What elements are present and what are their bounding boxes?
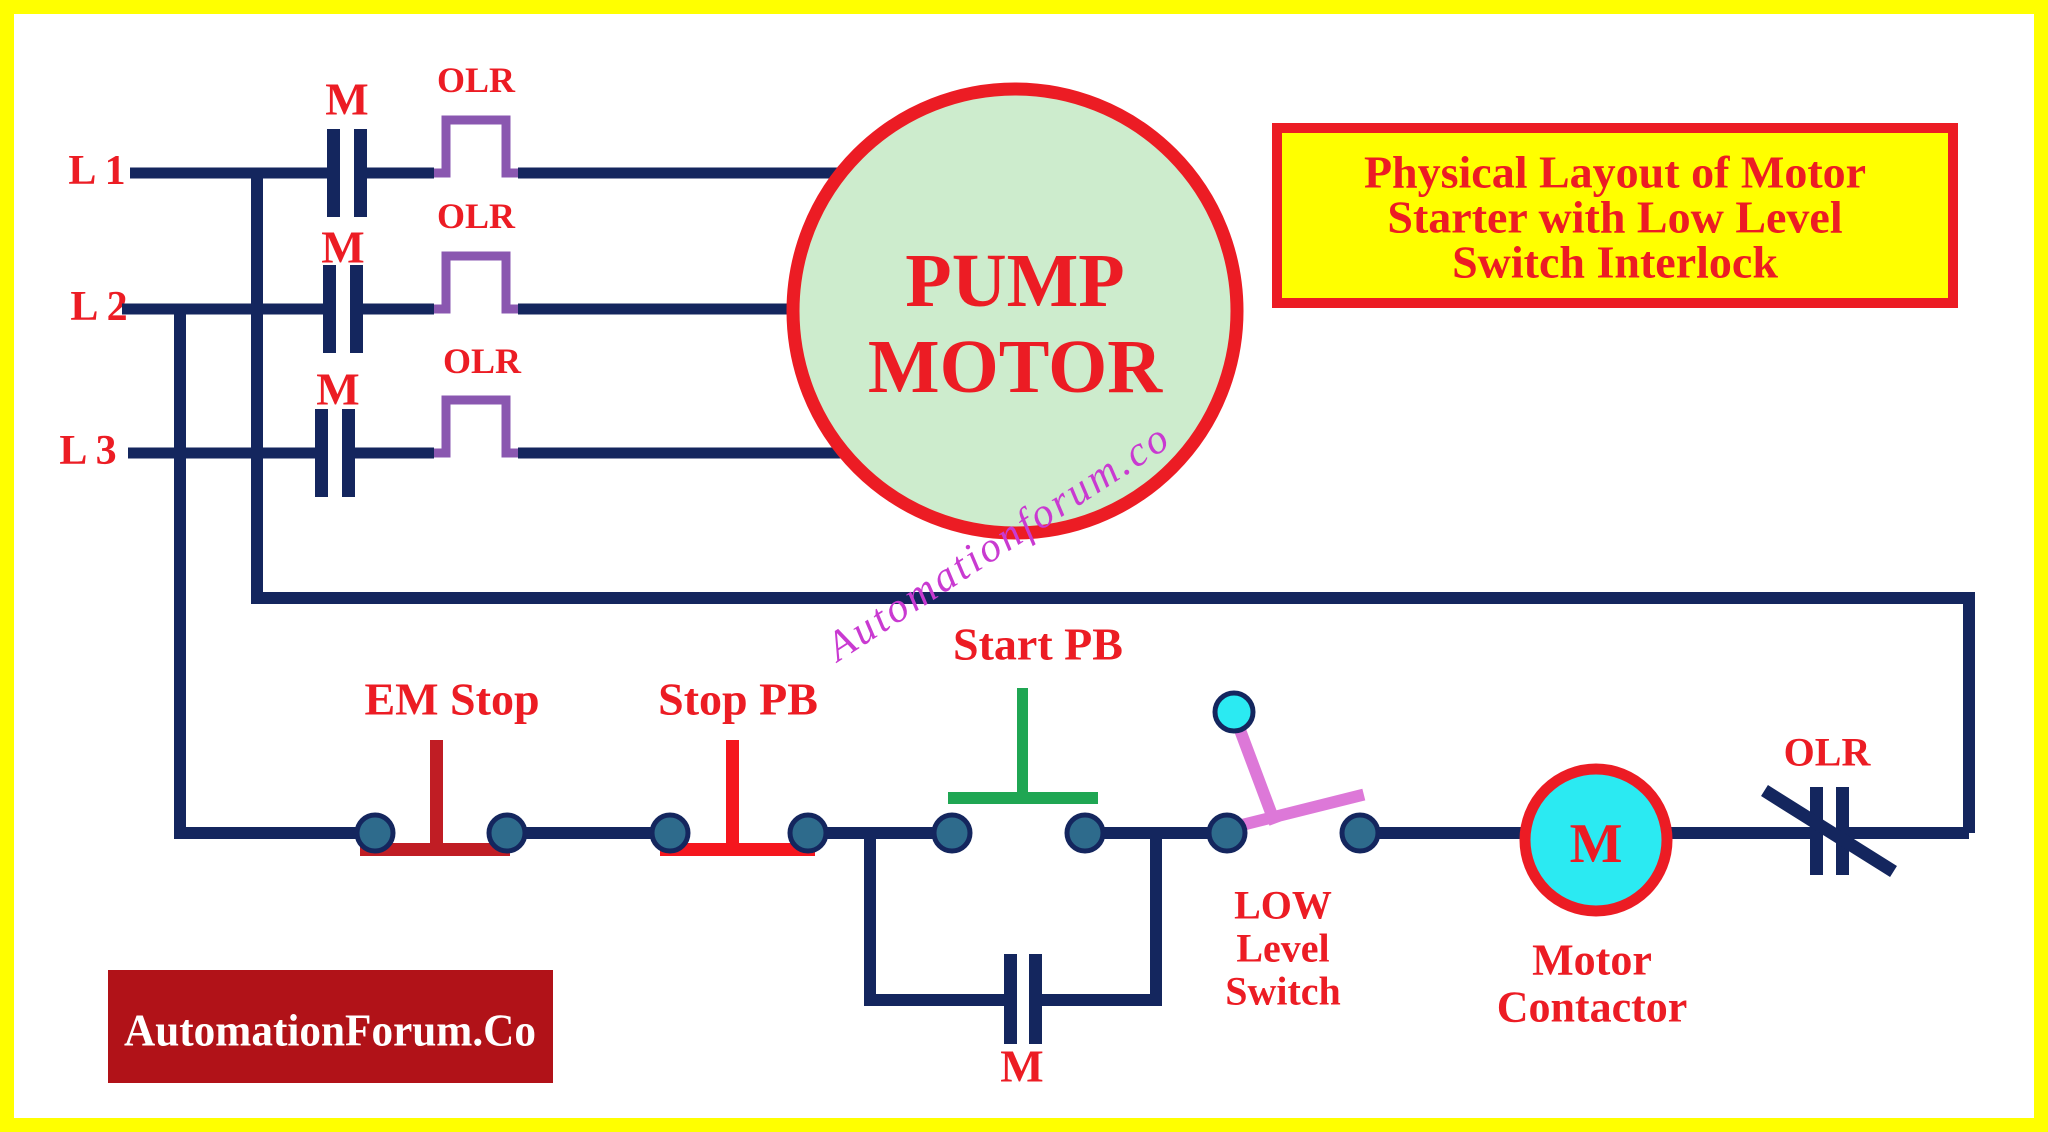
low-level-switch-label-1: LOW [1234, 883, 1332, 928]
power-line-l3: L 3 M OLR [59, 341, 845, 497]
terminal-dot [486, 812, 528, 854]
olr-contact-bar [1836, 787, 1849, 875]
l3-contact-label: M [316, 364, 359, 415]
logo-background [108, 970, 553, 1083]
seal-in-wire-right [1042, 827, 1162, 1006]
em-stop-crossbar [360, 843, 510, 856]
l1-olr-symbol [434, 115, 518, 178]
seal-in-contact-label: M [1000, 1041, 1043, 1092]
l3-label: L 3 [59, 428, 116, 474]
l2-contact-bar [350, 265, 363, 353]
low-level-switch-lever [1222, 788, 1366, 836]
stop-pb-pushbutton: Stop PB [658, 674, 818, 856]
olr-contact-slash [1761, 785, 1897, 877]
title-box-frame [1272, 123, 1958, 308]
terminal-dot [787, 812, 829, 854]
l3-contact-bar [315, 409, 328, 497]
title-box: Physical Layout of Motor Starter with Lo… [1272, 123, 1958, 308]
logo-text: AutomationForum.Co [124, 1005, 536, 1056]
low-level-switch-label-2: Level [1236, 926, 1329, 971]
l2-contact-bar [323, 265, 336, 353]
l1-contact-bar [327, 129, 340, 217]
l1-branch-bus-wire [251, 173, 1975, 833]
em-stop-label: EM Stop [364, 674, 539, 725]
olr-nc-contact: OLR [1761, 730, 1897, 877]
l3-olr-symbol [434, 395, 518, 458]
stop-pb-stem [726, 740, 739, 846]
pump-motor-circle [786, 82, 1244, 540]
title-line-1: Physical Layout of Motor [1364, 147, 1866, 198]
title-line-3: Switch Interlock [1452, 237, 1778, 288]
terminal-dot [354, 812, 396, 854]
seal-in-contact-bar [1004, 954, 1017, 1044]
l3-olr-label: OLR [443, 341, 522, 381]
l2-olr-label: OLR [437, 196, 516, 236]
start-pb-stem [1017, 688, 1028, 792]
motor-contactor-circle [1519, 763, 1673, 917]
olr-contact-label: OLR [1784, 730, 1872, 775]
l1-label: L 1 [68, 148, 125, 194]
power-line-l2: L 2 M OLR [70, 196, 794, 353]
low-level-switch-float-ball [1212, 690, 1256, 734]
start-pb-crossbar [948, 792, 1098, 804]
pump-motor-name-line2: MOTOR [868, 325, 1163, 409]
low-level-switch-arm [1232, 722, 1281, 826]
l2-contact-label: M [321, 222, 364, 273]
terminal-dot [931, 812, 973, 854]
pump-motor-name-line1: PUMP [905, 239, 1124, 323]
start-pb-label: Start PB [953, 619, 1123, 670]
terminal-dot [649, 812, 691, 854]
l1-contact-label: M [325, 74, 368, 125]
motor-contactor-label-1: Motor [1532, 936, 1652, 985]
power-line-l1: L 1 M OLR [68, 60, 842, 217]
pump-motor: PUMP MOTOR [786, 82, 1244, 540]
stop-pb-crossbar [660, 843, 815, 856]
seal-in-contact-bar [1029, 954, 1042, 1044]
olr-contact-bar [1810, 787, 1823, 875]
low-level-switch: LOW Level Switch [1212, 690, 1366, 1014]
logo: AutomationForum.Co [108, 970, 553, 1083]
l2-label: L 2 [70, 284, 127, 330]
motor-contactor: M Motor Contactor [1497, 763, 1688, 1032]
start-pb-pushbutton: Start PB [948, 619, 1123, 804]
stop-pb-label: Stop PB [658, 674, 818, 725]
rail-terminals [354, 812, 1381, 854]
low-level-switch-label-3: Switch [1225, 969, 1341, 1014]
seal-in-wire-left [864, 827, 1004, 1006]
em-stop-stem [430, 740, 443, 846]
l3-contact-bar [342, 409, 355, 497]
motor-contactor-label-2: Contactor [1497, 983, 1688, 1032]
terminal-dot [1064, 812, 1106, 854]
terminal-dot [1206, 812, 1248, 854]
motor-contactor-letter: M [1570, 813, 1623, 875]
seal-in-branch: M [864, 827, 1162, 1092]
l2-olr-symbol [434, 251, 518, 314]
title-line-2: Starter with Low Level [1387, 192, 1842, 243]
l1-contact-bar [354, 129, 367, 217]
terminal-dot [1339, 812, 1381, 854]
em-stop-pushbutton: EM Stop [360, 674, 540, 856]
l1-olr-label: OLR [437, 60, 516, 100]
